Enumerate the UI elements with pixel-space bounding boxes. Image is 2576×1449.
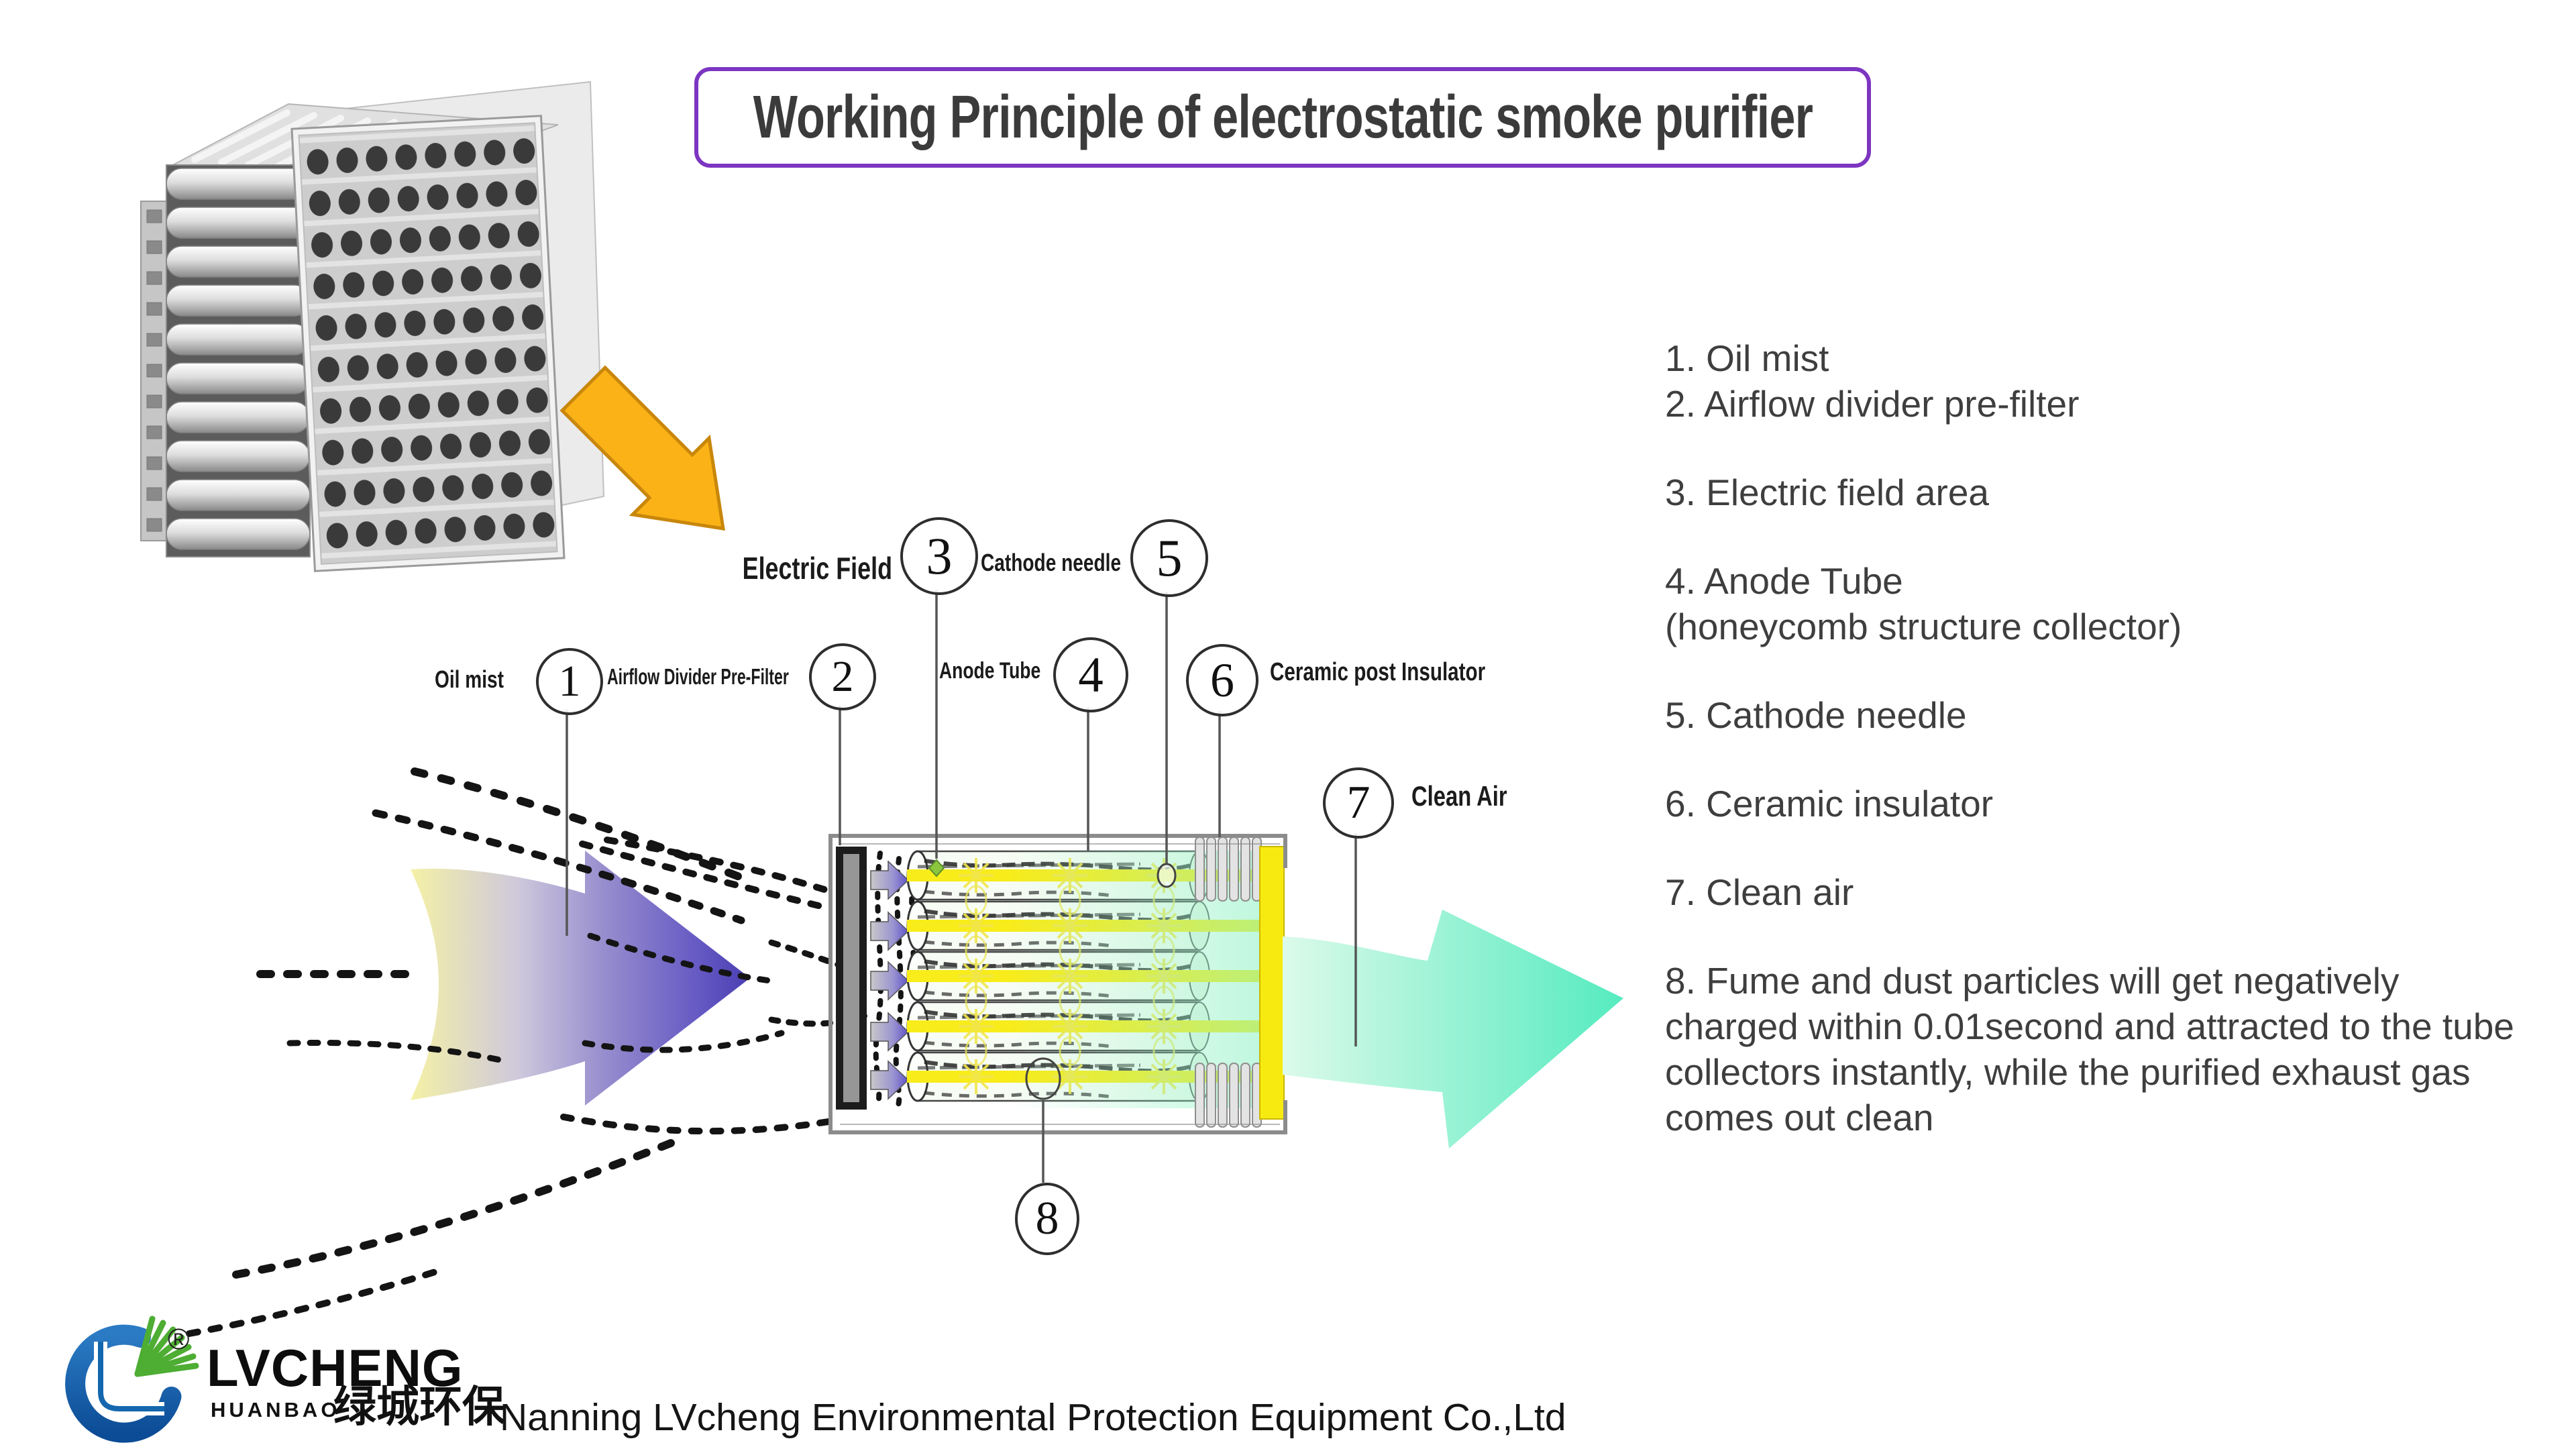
purifier-box bbox=[828, 834, 1287, 1134]
legend-item: 8. Fume and dust particles will get nega… bbox=[1665, 960, 2514, 1138]
legend-item: 1. Oil mist bbox=[1665, 337, 1829, 379]
lvcheng-logo-mark bbox=[65, 1316, 199, 1443]
label-oil-mist: Oil mist bbox=[435, 665, 504, 693]
legend-item: 3. Electric field area bbox=[1665, 472, 1989, 513]
label-clean-air: Clean Air bbox=[1411, 780, 1507, 812]
company-name: Nanning LVcheng Environmental Protection… bbox=[500, 1396, 1566, 1439]
legend-item: (honeycomb structure collector) bbox=[1665, 606, 2182, 647]
registered-mark: ® bbox=[168, 1323, 190, 1356]
charged-particle-marker bbox=[1025, 1057, 1061, 1100]
cathode-needle-marker bbox=[1157, 863, 1177, 888]
anode-end-plate bbox=[1259, 846, 1285, 1120]
honeycomb-front-panel bbox=[290, 115, 566, 572]
electric-field-marker bbox=[928, 859, 945, 877]
legend-item: 6. Ceramic insulator bbox=[1665, 783, 1994, 824]
callout-5-cathode-needle: 5 bbox=[1130, 519, 1208, 597]
clean-air-arrow bbox=[1283, 910, 1623, 1148]
pointer-arrow bbox=[559, 365, 725, 531]
callout-6-ceramic-insulator: 6 bbox=[1186, 644, 1258, 716]
legend-item: 2. Airflow divider pre-filter bbox=[1665, 383, 2080, 425]
label-pre-filter: Airflow Divider Pre-Filter bbox=[607, 664, 789, 689]
label-electric-field: Electric Field bbox=[742, 551, 892, 586]
ceramic-insulator-bottom bbox=[1195, 1063, 1262, 1128]
callout-1-oil-mist: 1 bbox=[536, 648, 603, 715]
mounting-bracket bbox=[140, 201, 168, 541]
brand-subname: HUANBAO bbox=[211, 1398, 341, 1421]
callout-4-anode-tube: 4 bbox=[1053, 637, 1128, 712]
leader-lines bbox=[566, 590, 1357, 1183]
label-ceramic-insulator: Ceramic post Insulator bbox=[1270, 658, 1486, 686]
brand-chinese-name: 绿城环保 bbox=[333, 1383, 505, 1431]
dirty-air-inflow-arrow bbox=[411, 851, 750, 1106]
legend-list: 1. Oil mist 2. Airflow divider pre-filte… bbox=[1665, 335, 2524, 1140]
tube-stack-side bbox=[166, 164, 311, 557]
legend-item: 7. Clean air bbox=[1665, 871, 1854, 913]
brand-name: LVCHENG bbox=[207, 1338, 464, 1397]
logo-leaf-rays bbox=[134, 1316, 199, 1377]
legend-item: 4. Anode Tube bbox=[1665, 560, 1903, 602]
callout-3-electric-field: 3 bbox=[900, 517, 978, 595]
callout-2-pre-filter: 2 bbox=[809, 643, 876, 710]
callout-7-clean-air: 7 bbox=[1323, 767, 1394, 839]
label-anode-tube: Anode Tube bbox=[939, 658, 1041, 684]
label-cathode-needle: Cathode needle bbox=[981, 549, 1122, 576]
box-frame bbox=[828, 834, 1287, 1134]
page-title: Working Principle of electrostatic smoke… bbox=[753, 83, 1813, 151]
callout-8-charged-particles: 8 bbox=[1015, 1183, 1079, 1255]
legend-item: 5. Cathode needle bbox=[1665, 694, 1967, 736]
title-box: Working Principle of electrostatic smoke… bbox=[694, 67, 1871, 168]
purifier-product-image bbox=[140, 80, 605, 572]
